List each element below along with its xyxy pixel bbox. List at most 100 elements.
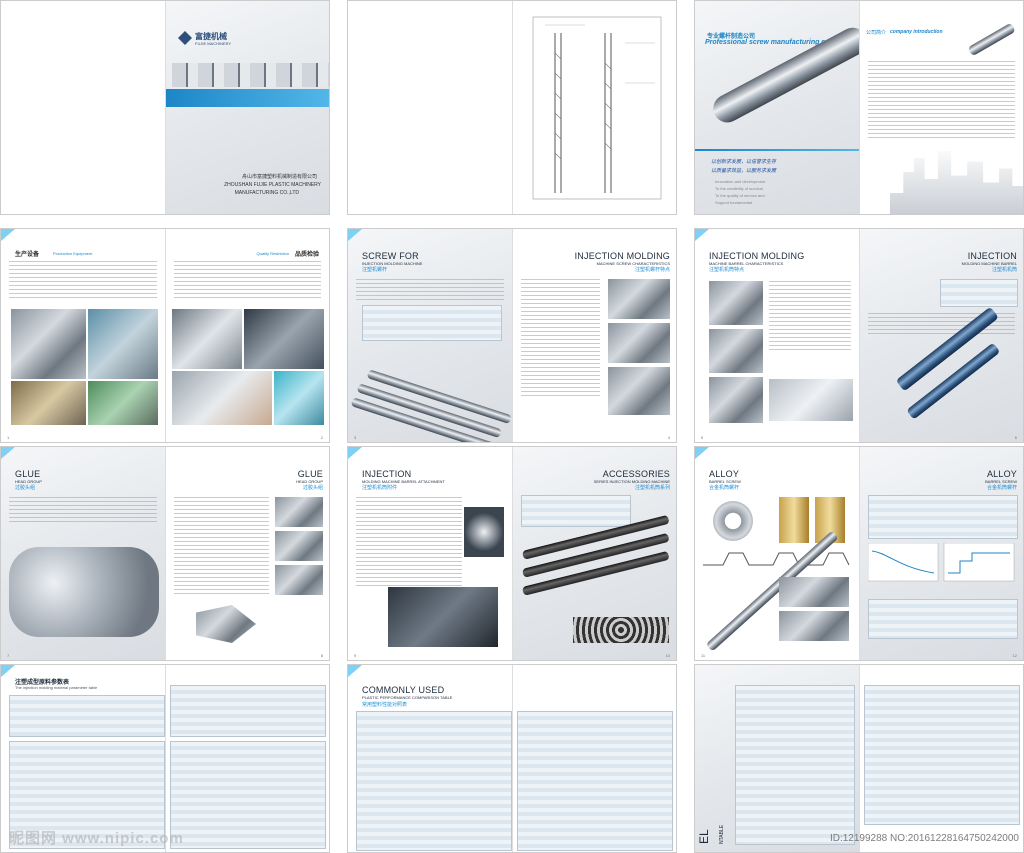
page-technical-drawing <box>512 1 676 214</box>
slogan-band <box>695 149 859 151</box>
barrel-char-text <box>769 281 851 351</box>
last-table-left <box>735 685 855 845</box>
cover-company-en-1: ZHOUSHAN FUJIE PLASTIC MACHINERY <box>224 182 321 188</box>
glue-head-photo-icon-2 <box>275 531 323 561</box>
screw-for-cn: 注塑机螺杆 <box>362 267 388 273</box>
last-side-text-2: NTABLE <box>719 824 725 844</box>
alloy-right-cn: 合金机筒螺杆 <box>986 485 1017 491</box>
alloy-barrel-photo-icon <box>713 501 753 541</box>
screw-char-sub: MACHINE SCREW CHARACTERISTICS <box>596 261 670 266</box>
slogan-en-4: Support fundamental <box>715 200 753 205</box>
spread-attachment: INJECTION MOLDING MACHINE BARREL ATTACHM… <box>347 446 677 661</box>
page-last-right <box>859 665 1023 852</box>
slogan-cn-1: 以创新求发展，以信誉求生存 <box>711 159 777 165</box>
glue-right-sub: HEAD GROUP <box>296 479 323 484</box>
glue-left-sub: HEAD GROUP <box>15 479 42 484</box>
glue-right-cn: 过胶头组 <box>302 485 323 491</box>
company-heading-cn: 专业螺杆制造公司 <box>707 34 756 40</box>
spread-cover: 富捷机械 FUJIE MACHINERY 舟山市富捷塑料机械制造有限公司 ZHO… <box>0 0 330 215</box>
corner-mark-icon <box>1 229 15 241</box>
alloy-right-sub: BARREL SCREW <box>985 479 1017 484</box>
spread-barrel: INJECTION MOLDING MACHINE BARREL CHARACT… <box>694 228 1024 443</box>
accessories-cn: 注塑机机筒系列 <box>634 485 670 491</box>
materials-title-en: The injection molding material parameter… <box>15 685 98 690</box>
barrel-char-sub: MACHINE BARREL CHARACTERISTICS <box>709 261 784 266</box>
page-number-8: 8 <box>320 653 323 658</box>
materials-table-side <box>170 685 326 737</box>
page-common-left: COMMONLY USED PLASTIC PERFORMANCE COMPAR… <box>348 665 512 852</box>
spread-production: 生产设备 Production Equipment 1 品质检验 Quality… <box>0 228 330 443</box>
alloy-hardness-table <box>868 599 1018 639</box>
page-attachment: INJECTION MOLDING MACHINE BARREL ATTACHM… <box>348 447 512 660</box>
alloy-detail-photo-icon-2 <box>779 611 849 641</box>
barrel-sub: MOLDING MACHINE BARREL <box>961 261 1017 266</box>
production-text <box>9 261 157 301</box>
glue-left-title: GLUE <box>15 469 41 479</box>
page-cover: 富捷机械 FUJIE MACHINERY 舟山市富捷塑料机械制造有限公司 ZHO… <box>165 1 329 214</box>
alloy-left-sub: BARREL SCREW <box>709 479 741 484</box>
page-blank-2 <box>348 1 512 214</box>
measure-photo-icon <box>244 309 324 369</box>
accessories-title: ACCESSORIES <box>602 469 670 479</box>
page-number-2: 2 <box>320 435 323 440</box>
spare-parts-photo-icon <box>388 587 498 647</box>
accessory-parts-photo-icon <box>573 617 669 643</box>
corner-mark-icon-3 <box>695 229 709 241</box>
glue-head-photo-icon-3 <box>275 565 323 595</box>
glue-head-photo-icon-1 <box>275 497 323 527</box>
screw-char-cn: 注塑机螺杆特点 <box>634 267 670 273</box>
page-blank <box>1 1 165 214</box>
materials-table-top <box>9 695 165 737</box>
accessories-sub: SERIES INJECTION MOLDING MACHINE <box>593 479 670 484</box>
corner-mark-icon-5 <box>348 447 362 459</box>
barrel-char-title: INJECTION MOLDING <box>709 251 805 261</box>
cover-logo-en: FUJIE MACHINERY <box>195 41 232 46</box>
inspection-photo-icon <box>172 309 242 369</box>
page-number-9: 9 <box>354 653 357 658</box>
cover-product-strip <box>172 63 329 87</box>
corner-mark-icon-8 <box>348 665 362 677</box>
attachment-sub: MOLDING MACHINE BARREL ATTACHMENT <box>362 479 445 484</box>
glue-parts-photo-icon <box>9 547 159 637</box>
spread-last: EL NTABLE ID:12199288 NO:201612281647502… <box>694 664 1024 853</box>
workshop-photo-icon <box>88 309 158 379</box>
common-title: COMMONLY USED <box>362 685 445 695</box>
page-number-6: 6 <box>1014 435 1017 440</box>
screw-for-title: SCREW FOR <box>362 251 419 261</box>
page-accessories: ACCESSORIES SERIES INJECTION MOLDING MAC… <box>512 447 676 660</box>
flight-profile-icon <box>703 552 850 566</box>
page-quality: 品质检验 Quality Restriction 2 <box>165 229 329 442</box>
spread-company: 专业螺杆制造公司 Professional screw manufacturin… <box>694 0 1024 215</box>
page-company-intro: 公司简介 company introduction <box>859 1 1023 214</box>
spread-glue: GLUE HEAD GROUP 过胶头组 7 GLUE HEAD GROUP 过… <box>0 446 330 661</box>
glue-left-cn: 过胶头组 <box>15 485 36 491</box>
page-alloy-right: ALLOY BARREL SCREW 合金机筒螺杆 12 <box>859 447 1023 660</box>
barrel-part-photo-icon-1 <box>709 281 763 325</box>
screw-char-title: INJECTION MOLDING <box>574 251 670 261</box>
attachment-cn: 注塑机机筒附件 <box>362 485 398 491</box>
page-number-7: 7 <box>7 653 10 658</box>
screw-head-photo-icon <box>608 367 670 415</box>
spread-screw: SCREW FOR INJECTION MOLDING MACHINE 注塑机螺… <box>347 228 677 443</box>
hand-check-photo-icon <box>172 371 272 425</box>
page-materials-left: 注塑成型原料参数表 The injection molding material… <box>1 665 165 852</box>
alloy-left-title: ALLOY <box>709 469 740 479</box>
materials-table-main <box>9 741 165 849</box>
intro-heading-cn: 公司简介 <box>866 30 887 36</box>
quality-title-cn: 品质检验 <box>294 252 319 258</box>
screw-for-text <box>356 279 504 301</box>
intro-heading-en: company introduction <box>890 29 943 35</box>
page-common-right <box>512 665 676 852</box>
slogan-en-1: Innovation and development <box>715 179 766 184</box>
attachment-text <box>356 497 462 587</box>
page-screw-for: SCREW FOR INJECTION MOLDING MACHINE 注塑机螺… <box>348 229 512 442</box>
screw-flight-photo-icon <box>608 279 670 319</box>
cover-company-en-2: MANUFACTURING CO.,LTD <box>234 190 299 196</box>
materials-table-right <box>170 741 326 849</box>
spread-drawing <box>347 0 677 215</box>
page-barrel-characteristics: INJECTION MOLDING MACHINE BARREL CHARACT… <box>695 229 859 442</box>
page-materials-right <box>165 665 329 852</box>
cover-logo-cn: 富捷机械 <box>195 32 227 41</box>
barrel-section-photo-icon <box>769 379 853 421</box>
